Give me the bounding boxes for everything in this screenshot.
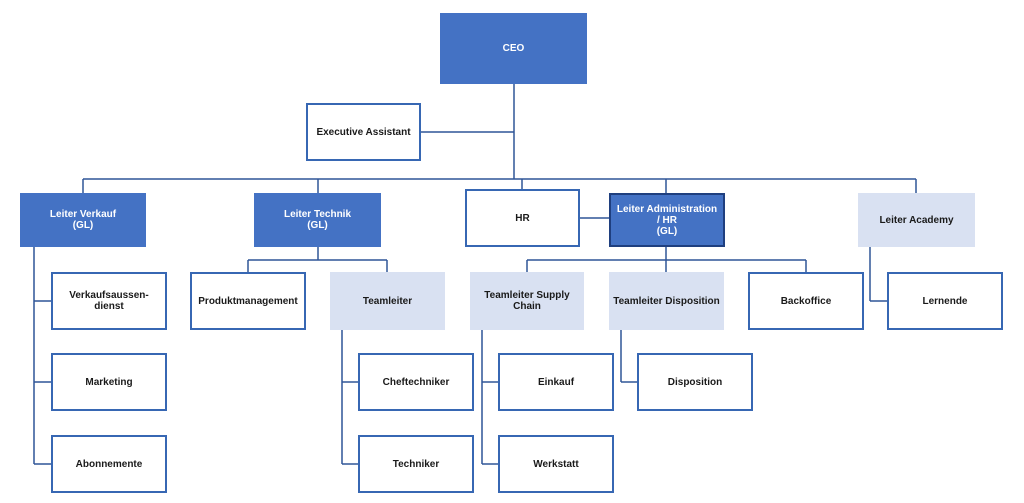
node-verkaufsaussendienst: Verkaufsaussen- dienst [51,272,167,330]
node-leiter-academy: Leiter Academy [858,193,975,247]
node-teamleiter-disposition: Teamleiter Disposition [609,272,724,330]
node-disposition: Disposition [637,353,753,411]
node-produktmanagement: Produktmanagement [190,272,306,330]
node-executive-assistant: Executive Assistant [306,103,421,161]
node-techniker: Techniker [358,435,474,493]
node-werkstatt: Werkstatt [498,435,614,493]
node-leiter-technik: Leiter Technik (GL) [254,193,381,247]
node-einkauf: Einkauf [498,353,614,411]
node-hr: HR [465,189,580,247]
node-teamleiter-supply-chain: Teamleiter Supply Chain [470,272,584,330]
node-lernende: Lernende [887,272,1003,330]
node-teamleiter: Teamleiter [330,272,445,330]
node-ceo: CEO [440,13,587,84]
node-leiter-verkauf: Leiter Verkauf (GL) [20,193,146,247]
node-abonnemente: Abonnemente [51,435,167,493]
node-backoffice: Backoffice [748,272,864,330]
node-leiter-administration-hr: Leiter Administration / HR (GL) [609,193,725,247]
node-cheftechniker: Cheftechniker [358,353,474,411]
node-marketing: Marketing [51,353,167,411]
